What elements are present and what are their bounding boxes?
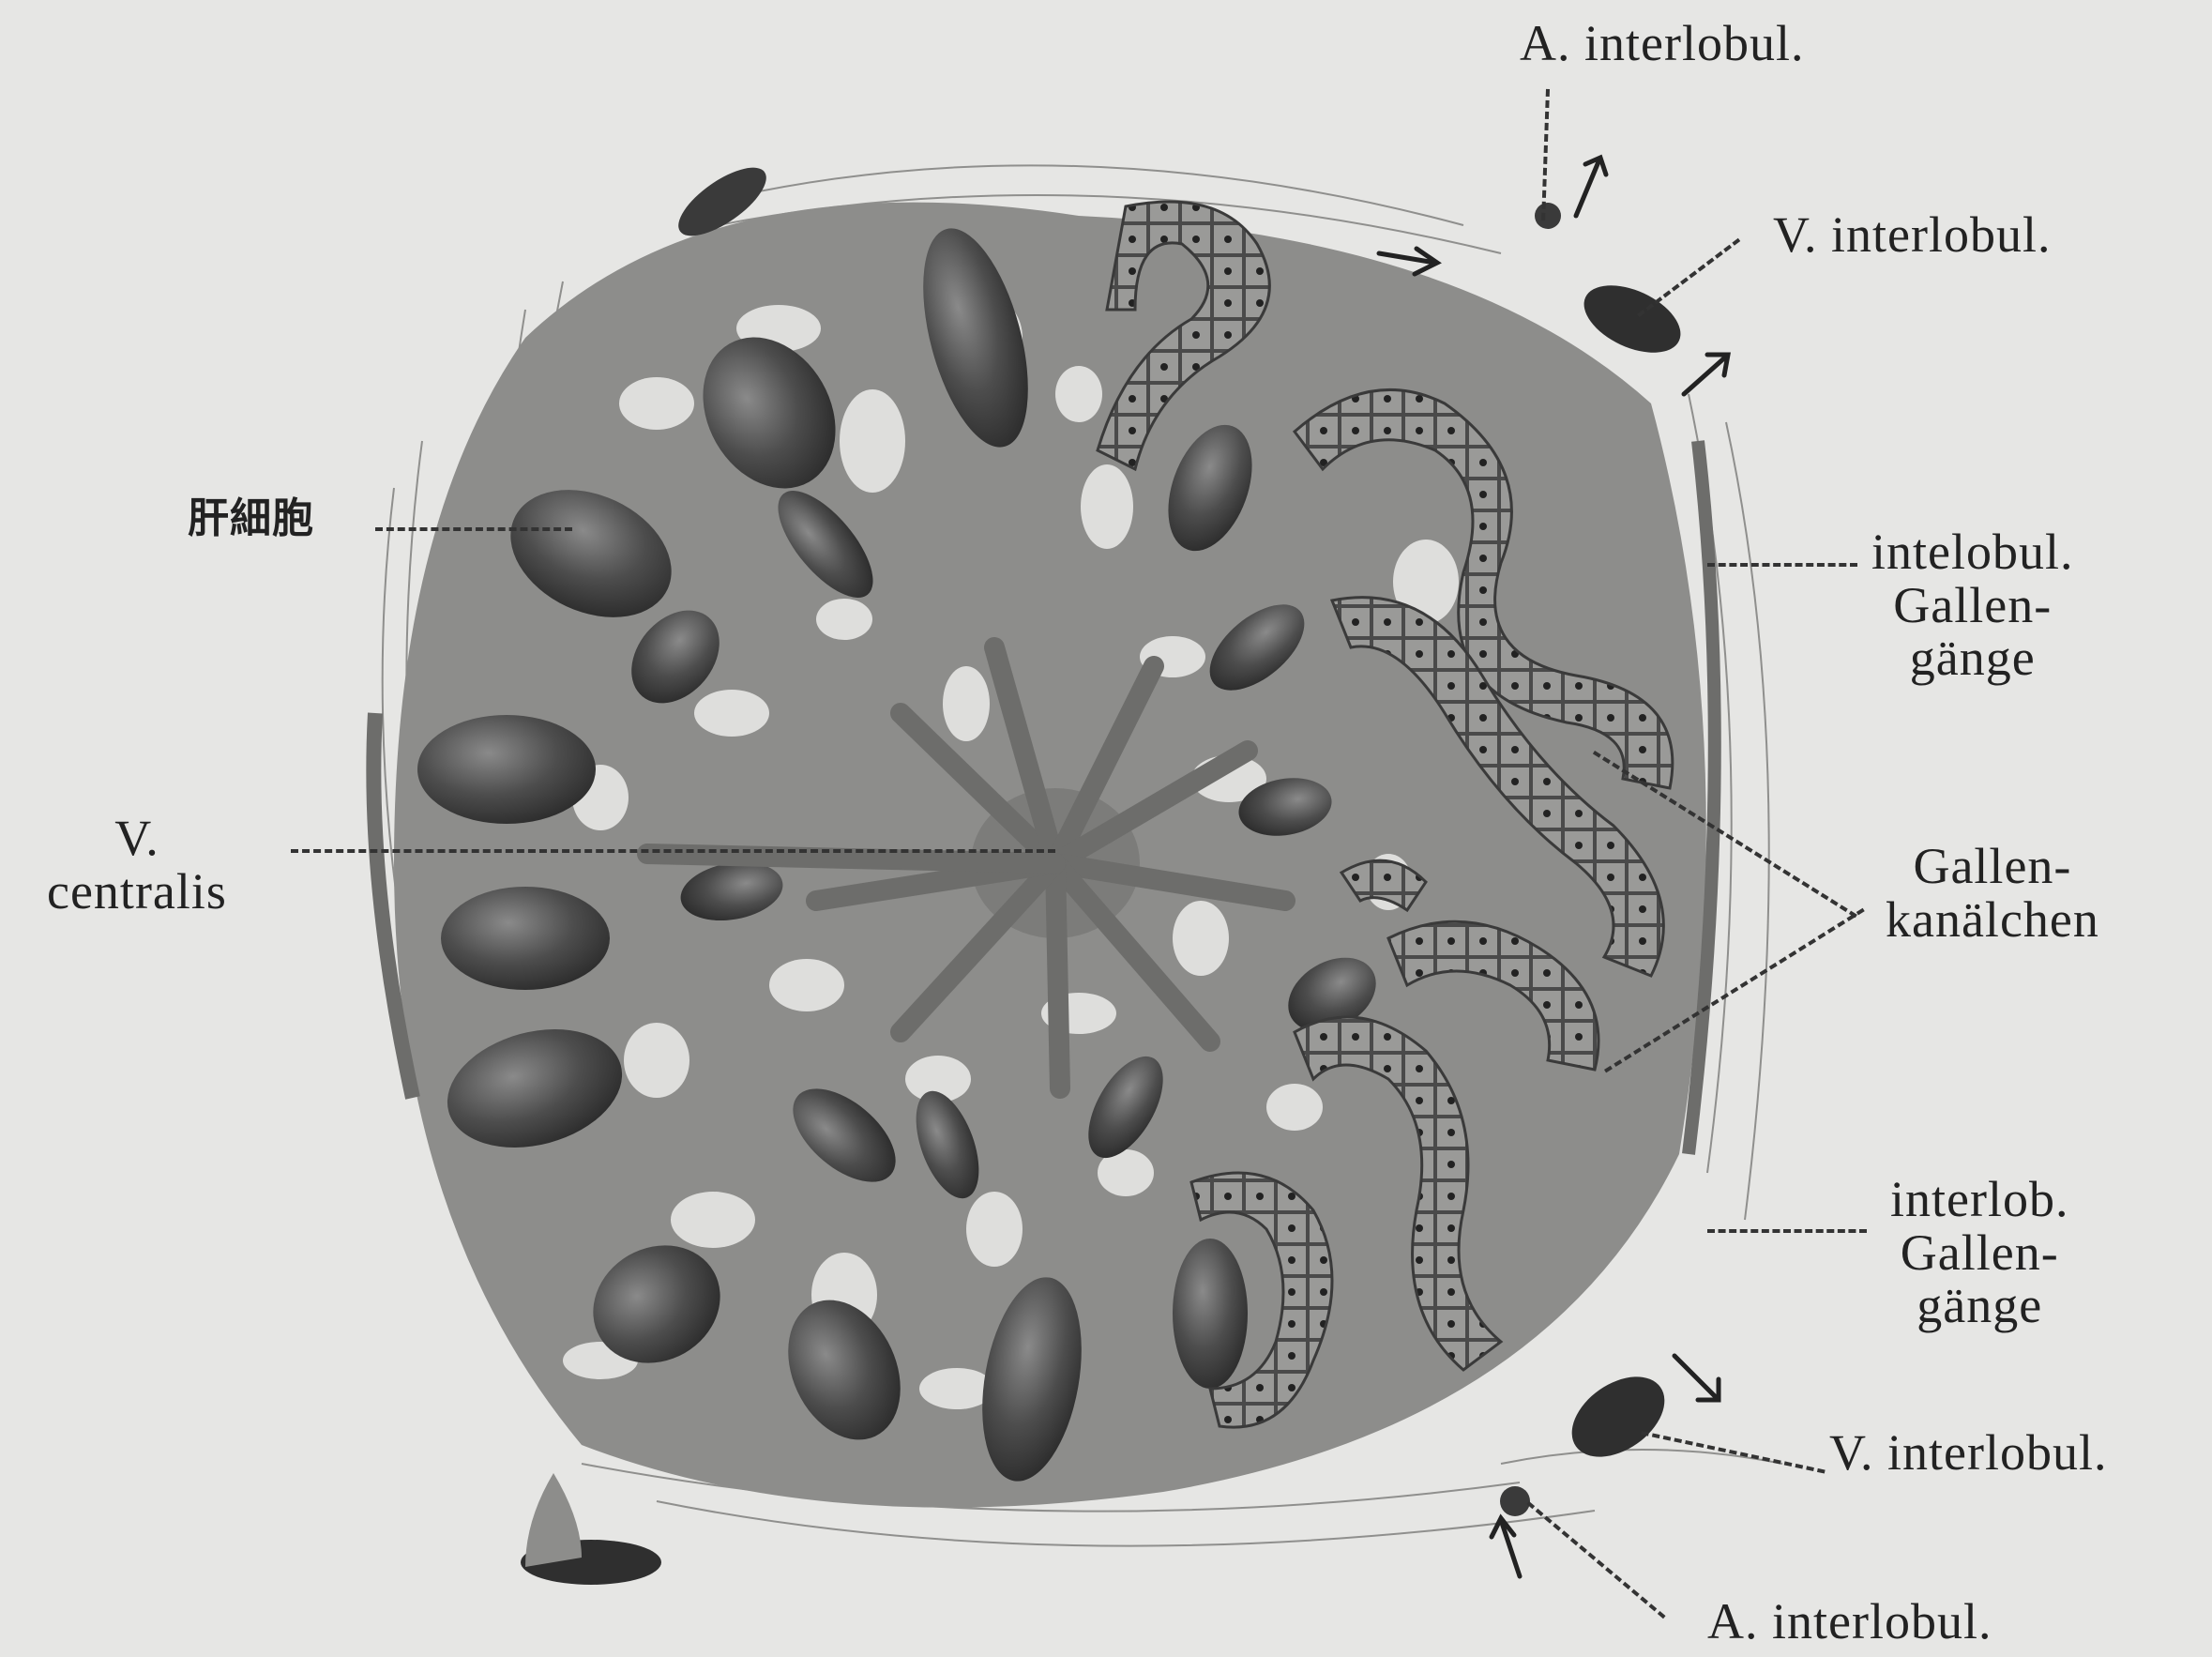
- label-intelobul-gallengaenge: intelobul. Gallen- gänge: [1871, 525, 2073, 685]
- label-a-interlobul-top: A. interlobul.: [1520, 17, 1804, 70]
- label-interlob-line2: Gallen-: [1890, 1226, 2068, 1280]
- leader-v-centralis: [291, 849, 1055, 853]
- label-intelobul-line3: gänge: [1871, 631, 2073, 685]
- label-gallenkanaelchen: Gallen- kanälchen: [1886, 840, 2099, 946]
- label-gallenkanaelchen-line2: kanälchen: [1886, 893, 2099, 947]
- label-liver-cell: 肝細胞: [188, 497, 314, 540]
- leader-interlob: [1707, 1229, 1867, 1233]
- label-gallenkanaelchen-line1: Gallen-: [1886, 840, 2099, 893]
- leader-liver-cell: [375, 527, 572, 531]
- label-intelobul-line1: intelobul.: [1871, 525, 2073, 579]
- label-v-centralis-line1: V.: [47, 812, 227, 865]
- label-intelobul-line2: Gallen-: [1871, 579, 2073, 632]
- label-a-interlobul-bottom: A. interlobul.: [1707, 1595, 1992, 1649]
- leader-intelobul: [1707, 563, 1857, 567]
- label-interlob-gallengaenge: interlob. Gallen- gänge: [1890, 1173, 2068, 1332]
- label-v-centralis-line2: centralis: [47, 865, 227, 919]
- label-v-interlobul-top: V. interlobul.: [1773, 208, 2052, 262]
- label-interlob-line3: gänge: [1890, 1279, 2068, 1332]
- label-interlob-line1: interlob.: [1890, 1173, 2068, 1226]
- label-v-centralis: V. centralis: [47, 812, 227, 918]
- label-v-interlobul-bottom: V. interlobul.: [1829, 1426, 2108, 1480]
